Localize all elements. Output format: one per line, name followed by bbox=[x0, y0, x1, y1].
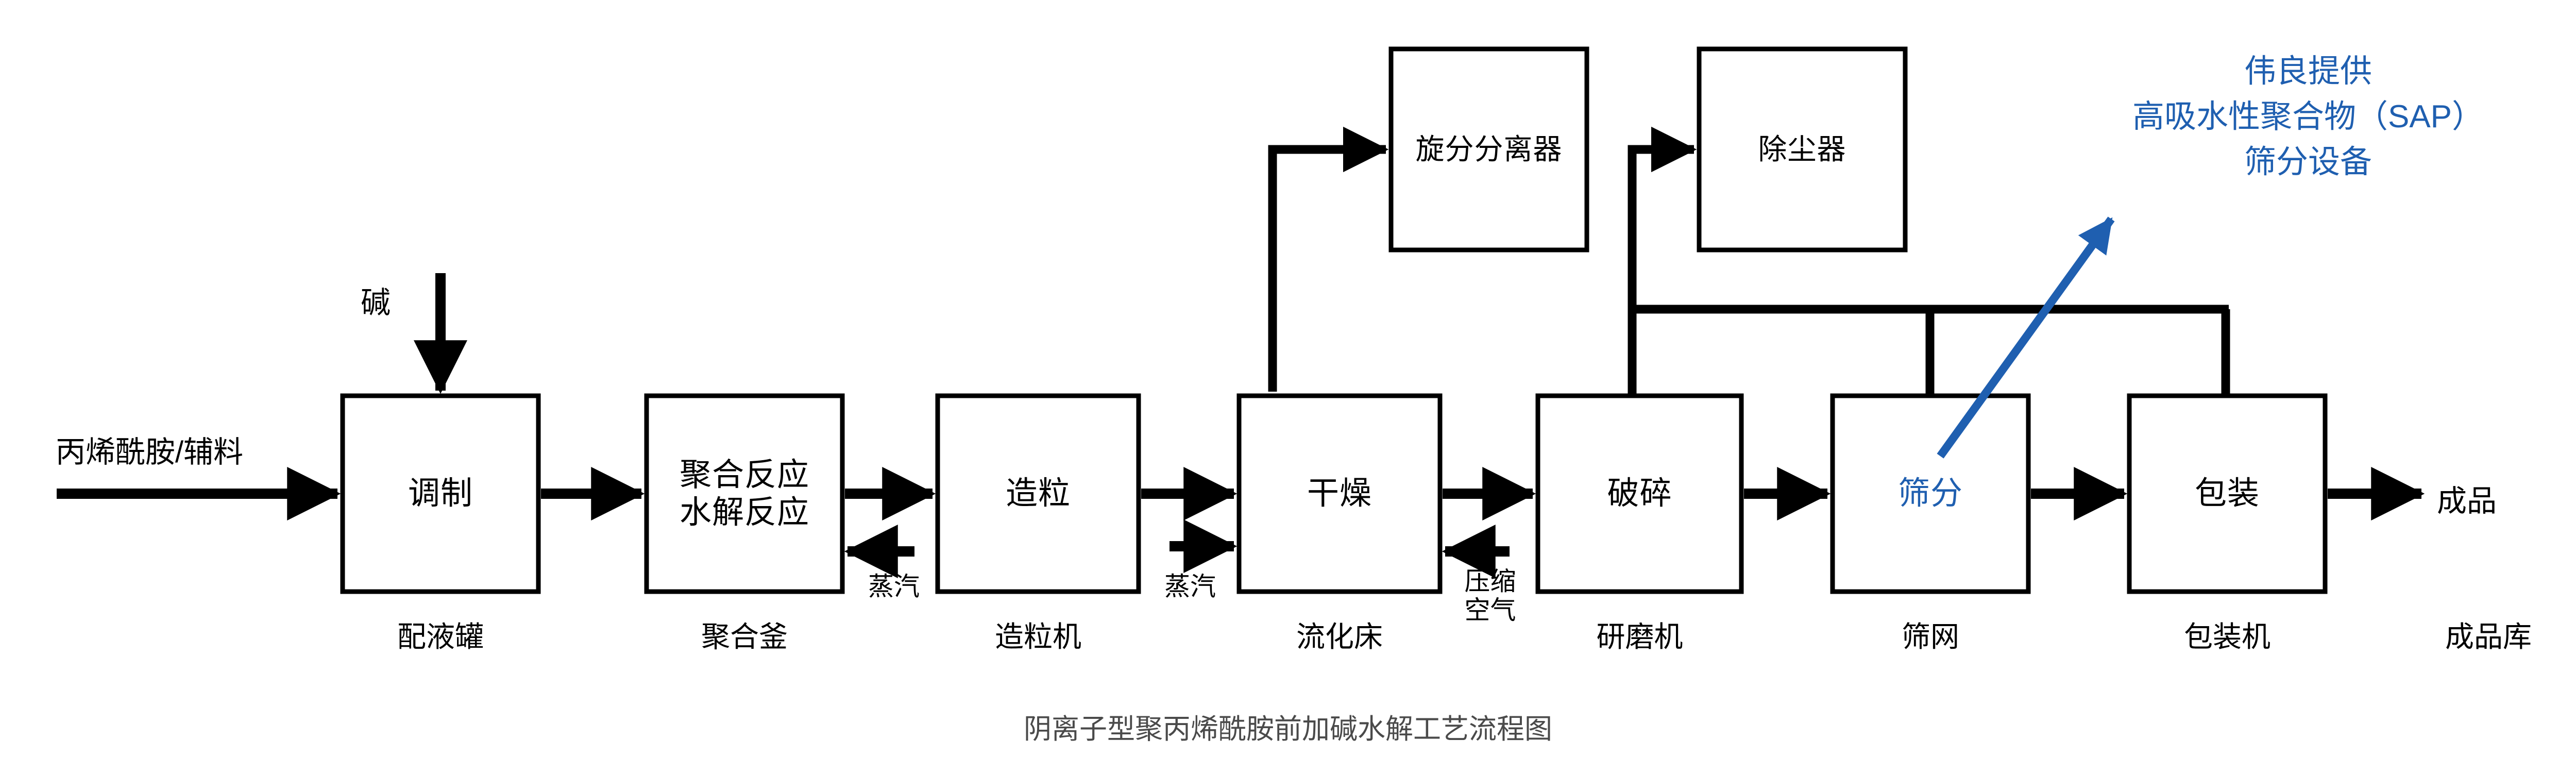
box-crush[interactable] bbox=[1535, 393, 1744, 594]
equip-label-dry: 流化床 bbox=[1296, 620, 1383, 653]
stream-label-air-dry: 压缩 空气 bbox=[1445, 567, 1535, 625]
stream-label-steam-dry: 蒸汽 bbox=[1164, 572, 1216, 601]
box-mix[interactable] bbox=[340, 393, 541, 594]
box-screen[interactable] bbox=[1830, 393, 2031, 594]
callout-annotation: 伟良提供 高吸水性聚合物（SAP） 筛分设备 bbox=[2040, 49, 2576, 185]
equip-label-screen: 筛网 bbox=[1902, 620, 1959, 653]
callout-line-2: 高吸水性聚合物（SAP） bbox=[2132, 99, 2484, 135]
stream-label-air-dry-line1: 压缩 bbox=[1464, 567, 1516, 596]
box-dry[interactable] bbox=[1236, 393, 1443, 594]
input-alkali-label: 碱 bbox=[361, 286, 391, 320]
equip-label-granulate: 造粒机 bbox=[995, 620, 1081, 653]
callout-line-1: 伟良提供 bbox=[2244, 54, 2372, 89]
input-feed-label: 丙烯酰胺/辅料 bbox=[56, 435, 244, 469]
box-dust[interactable] bbox=[1697, 46, 1908, 253]
equip-label-crush: 研磨机 bbox=[1596, 620, 1683, 653]
duct-manifold-to-dust bbox=[1628, 126, 1697, 309]
stream-label-steam-polymer: 蒸汽 bbox=[868, 572, 920, 601]
equip-label-mix: 配液罐 bbox=[397, 620, 484, 653]
output-product-label: 成品 bbox=[2437, 484, 2497, 518]
callout-arrow-icon bbox=[1937, 216, 2115, 459]
box-polymer[interactable] bbox=[644, 393, 845, 594]
callout-line-3: 筛分设备 bbox=[2244, 144, 2372, 180]
equip-label-pack: 包装机 bbox=[2184, 620, 2270, 653]
box-granulate[interactable] bbox=[935, 393, 1141, 594]
equip-label-polymer: 聚合釜 bbox=[701, 620, 788, 653]
output-product-store-label: 成品库 bbox=[2445, 620, 2532, 653]
box-pack[interactable] bbox=[2127, 393, 2328, 594]
box-cyclone[interactable] bbox=[1388, 46, 1589, 253]
duct-dry-to-cyclone bbox=[1268, 126, 1389, 392]
diagram-caption: 阴离子型聚丙烯酰胺前加碱水解工艺流程图 bbox=[1024, 714, 1552, 745]
stream-label-air-dry-line2: 空气 bbox=[1464, 596, 1516, 625]
